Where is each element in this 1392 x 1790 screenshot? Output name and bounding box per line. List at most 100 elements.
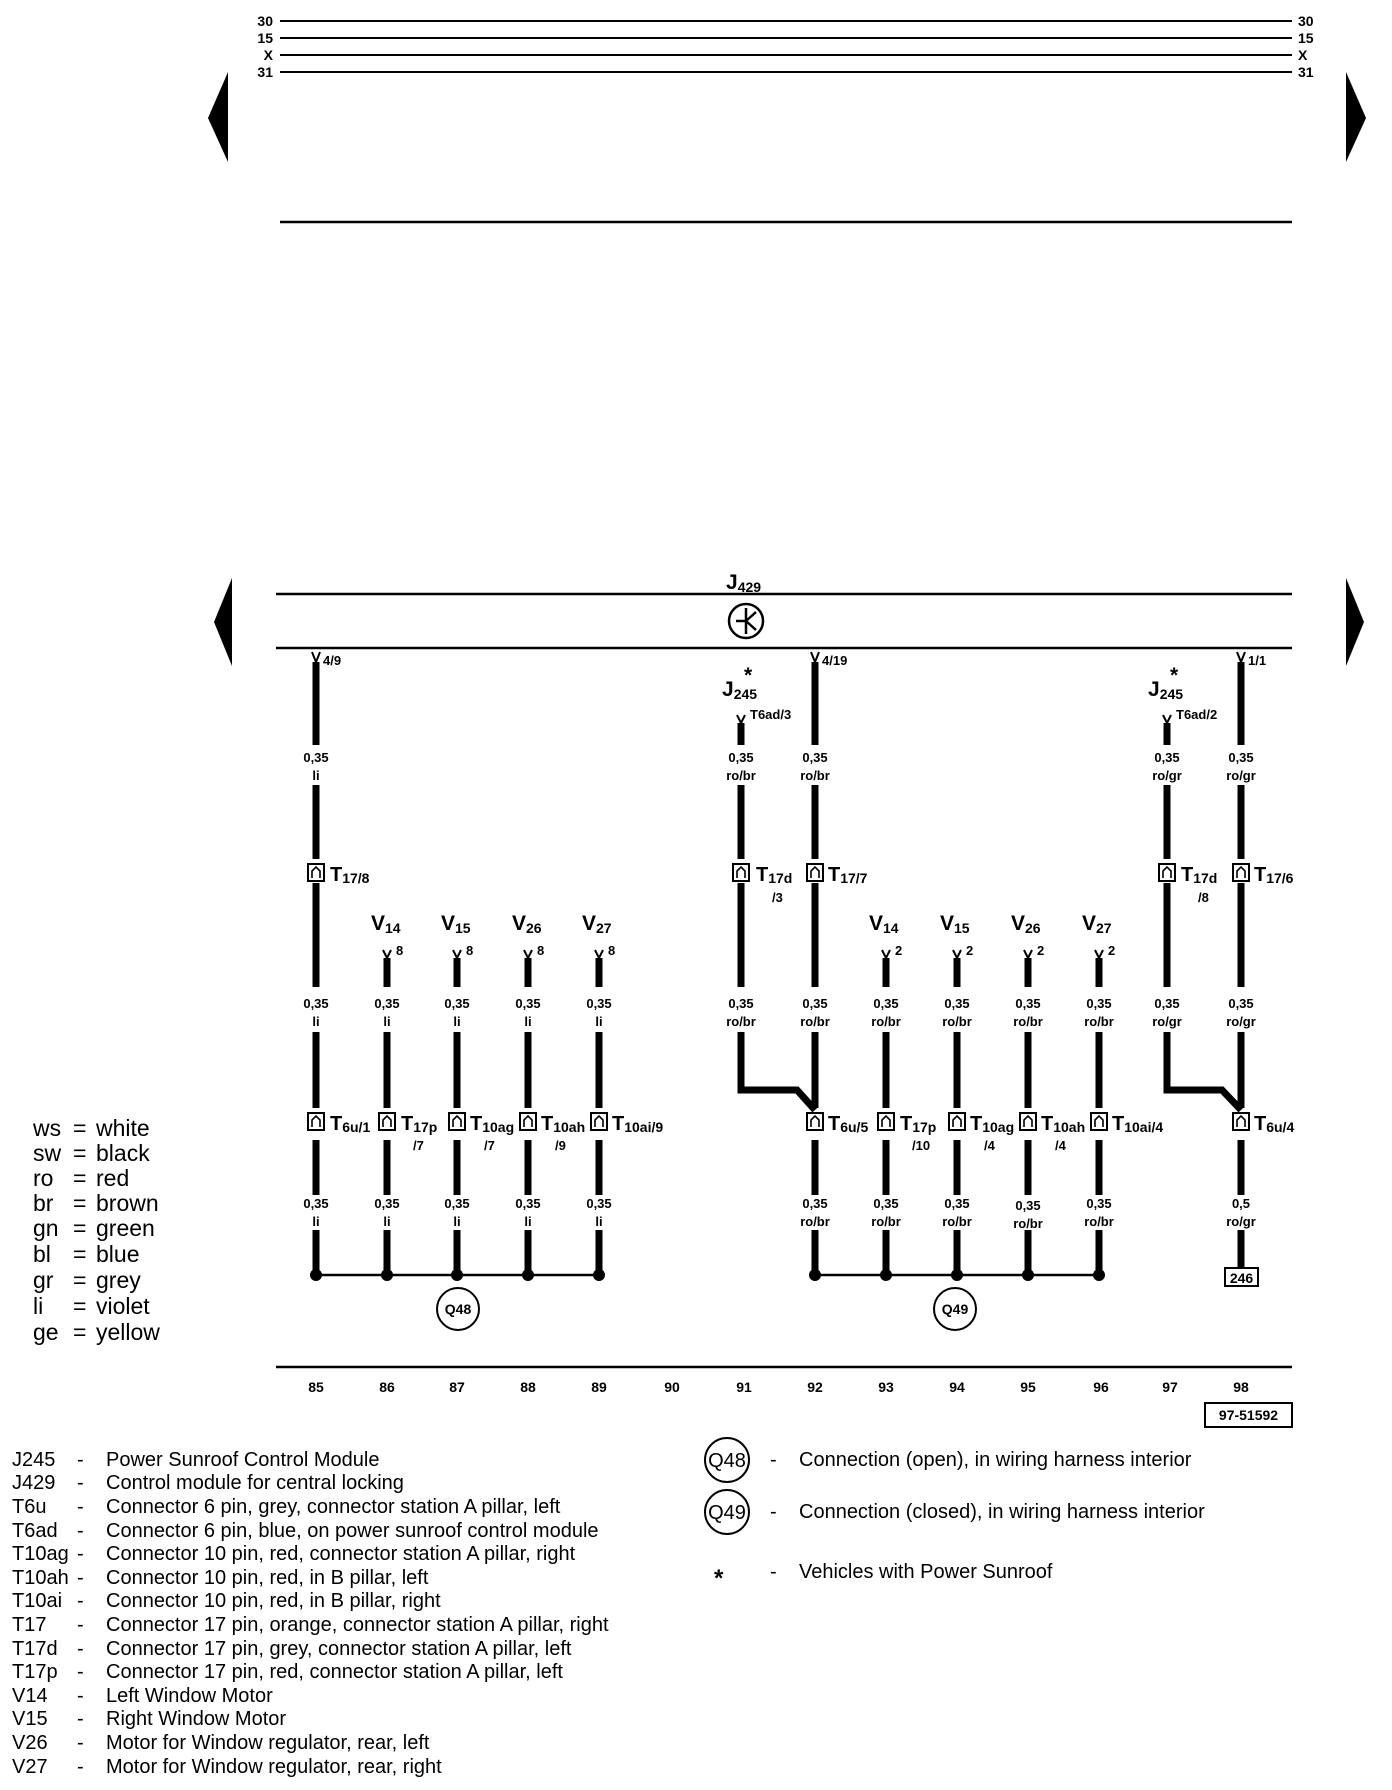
svg-text:246: 246 <box>1230 1270 1254 1286</box>
svg-text:0,35: 0,35 <box>1154 750 1179 765</box>
track-numbers: 85 86 87 88 89 90 91 92 93 94 95 96 97 9… <box>308 1379 1249 1395</box>
track-number: 94 <box>949 1379 965 1395</box>
bus-label-left: X <box>264 47 274 63</box>
svg-text:Vehicles with Power Sunroof: Vehicles with Power Sunroof <box>799 1561 1053 1583</box>
color-key-row: ws=white <box>32 1115 150 1141</box>
lower-connector: T10ag /7 <box>448 1112 514 1153</box>
track-number: 89 <box>591 1379 607 1395</box>
svg-text:0,35: 0,35 <box>303 996 328 1011</box>
lower-connector: T17p /7 <box>378 1112 437 1153</box>
arrow-left-icon[interactable] <box>214 578 232 666</box>
svg-text:Left Window Motor: Left Window Motor <box>106 1685 273 1707</box>
svg-text:T10ai/4: T10ai/4 <box>1112 1113 1163 1135</box>
svg-text:V14: V14 <box>371 912 401 936</box>
svg-text:8: 8 <box>537 943 544 958</box>
connector-icon <box>307 863 325 882</box>
svg-text:gn: gn <box>33 1215 59 1241</box>
svg-text:T10ag: T10ag <box>470 1113 514 1135</box>
svg-text:=: = <box>73 1115 86 1141</box>
svg-text:ro/br: ro/br <box>871 1214 901 1229</box>
wire-spec: 0,5ro/gr <box>1226 1196 1256 1229</box>
svg-text:/7: /7 <box>484 1138 495 1153</box>
svg-text:-: - <box>77 1543 84 1565</box>
svg-text:Power Sunroof Control Module: Power Sunroof Control Module <box>106 1449 379 1471</box>
bus-label-right: 15 <box>1298 30 1314 46</box>
svg-text:0,35: 0,35 <box>1015 996 1040 1011</box>
svg-text:ro/gr: ro/gr <box>1226 1214 1256 1229</box>
svg-text:0,35: 0,35 <box>374 1196 399 1211</box>
svg-text:V27: V27 <box>582 912 612 936</box>
svg-text:green: green <box>96 1215 155 1241</box>
legend-row: J429-Control module for central locking <box>12 1472 404 1494</box>
legend-row: V15-Right Window Motor <box>12 1708 286 1730</box>
svg-text:li: li <box>595 1014 602 1029</box>
connector-icon <box>877 1112 895 1131</box>
svg-text:li: li <box>524 1014 531 1029</box>
svg-text:T17d: T17d <box>1181 864 1217 886</box>
legend-row: T10ag-Connector 10 pin, red, connector s… <box>12 1543 576 1565</box>
svg-text:li: li <box>595 1214 602 1229</box>
svg-text:=: = <box>73 1215 86 1241</box>
bus-label-right: X <box>1298 47 1308 63</box>
lower-connector: T10ag /4 <box>948 1112 1014 1153</box>
svg-text:=: = <box>73 1165 86 1191</box>
color-key-row: gr=grey <box>33 1267 141 1293</box>
color-key-row: ge=yellow <box>33 1319 160 1345</box>
track-number: 95 <box>1020 1379 1036 1395</box>
svg-text:0,35: 0,35 <box>873 1196 898 1211</box>
arrow-right-icon[interactable] <box>1346 72 1366 162</box>
svg-text:T10ah: T10ah <box>12 1567 69 1589</box>
lower-connector: T6u/5 <box>806 1112 868 1135</box>
svg-text:0,35: 0,35 <box>586 1196 611 1211</box>
legend-row: J245-Power Sunroof Control Module <box>12 1449 379 1471</box>
ref-box[interactable]: 246 <box>1224 1267 1259 1287</box>
svg-text:li: li <box>312 1214 319 1229</box>
arrow-right-icon[interactable] <box>1346 578 1364 666</box>
svg-text:-: - <box>77 1732 84 1754</box>
legend-row: T10ai-Connector 10 pin, red, in B pillar… <box>12 1590 441 1612</box>
svg-text:V15: V15 <box>940 912 970 936</box>
upper-connector: T17d /8 <box>1158 863 1217 905</box>
diagram-id-box: 97-51592 <box>1204 1402 1293 1428</box>
svg-text:0,35: 0,35 <box>1015 1198 1040 1213</box>
svg-text:-: - <box>77 1614 84 1636</box>
svg-text:Connector 10 pin, red, in B pi: Connector 10 pin, red, in B pillar, righ… <box>106 1590 441 1612</box>
svg-text:violet: violet <box>96 1293 150 1319</box>
svg-text:V27: V27 <box>12 1756 48 1778</box>
motor-pin-arrows <box>382 949 1104 961</box>
svg-text:li: li <box>383 1014 390 1029</box>
svg-text:Connector 17 pin, red, connect: Connector 17 pin, red, connector station… <box>106 1661 563 1683</box>
lock-module-icon <box>727 602 765 640</box>
svg-text:ro/br: ro/br <box>1013 1216 1043 1231</box>
svg-text:T17p: T17p <box>12 1661 58 1683</box>
svg-text:T6u: T6u <box>12 1496 46 1518</box>
svg-text:li: li <box>312 1014 319 1029</box>
track-number: 96 <box>1093 1379 1109 1395</box>
legend-row: T10ah-Connector 10 pin, red, in B pillar… <box>12 1567 429 1589</box>
svg-text:brown: brown <box>96 1190 159 1216</box>
svg-text:Q49: Q49 <box>942 1301 969 1317</box>
track-number: 85 <box>308 1379 324 1395</box>
arrow-left-icon[interactable] <box>208 72 228 162</box>
svg-text:Right Window Motor: Right Window Motor <box>106 1708 286 1730</box>
svg-text:/4: /4 <box>1055 1138 1067 1153</box>
svg-text:-: - <box>77 1661 84 1683</box>
svg-text:/3: /3 <box>772 890 783 905</box>
svg-text:Connector 6 pin, blue, on powe: Connector 6 pin, blue, on power sunroof … <box>106 1520 599 1542</box>
svg-text:=: = <box>73 1140 86 1166</box>
